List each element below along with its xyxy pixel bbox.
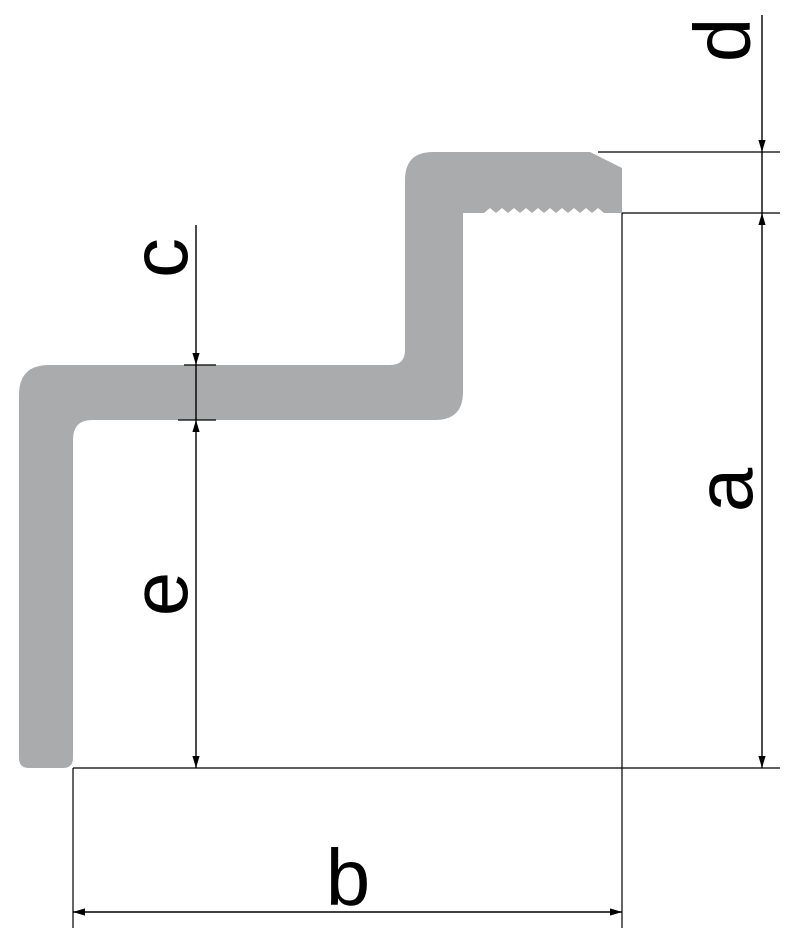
label-d: d — [678, 18, 767, 63]
label-b: b — [326, 833, 371, 922]
label-c: c — [115, 238, 204, 278]
label-a: a — [680, 467, 769, 512]
pipe-profile-shape — [19, 152, 622, 768]
extension-lines — [72, 151, 780, 928]
label-e: e — [115, 572, 204, 617]
c-ticks — [178, 364, 216, 421]
dimension-lines — [73, 15, 766, 916]
